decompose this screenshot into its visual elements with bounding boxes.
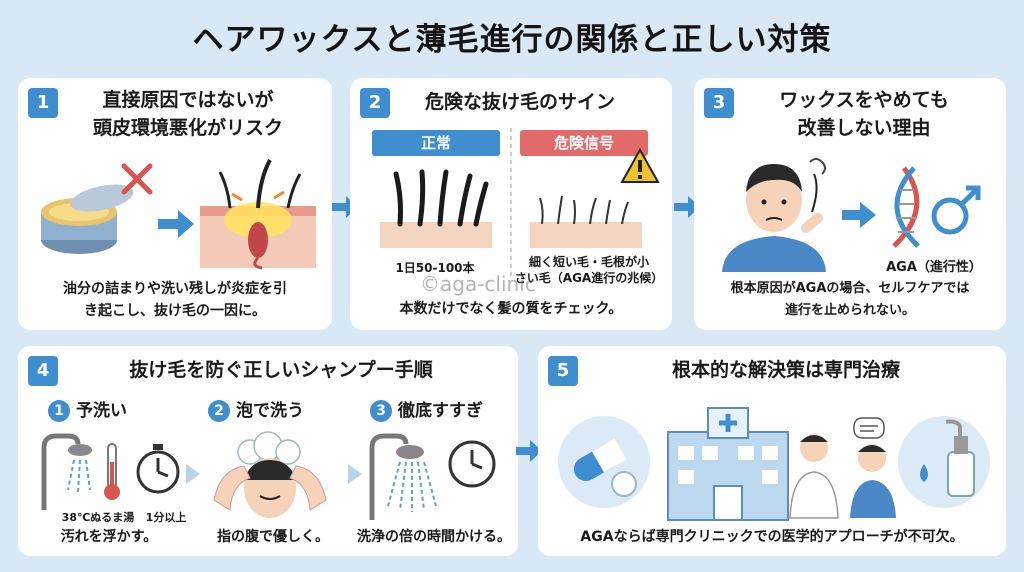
step-number: 2 <box>208 400 230 422</box>
healthy-hair-icon <box>380 169 492 248</box>
warning-icon <box>620 147 660 183</box>
panel-title-line2: 改善しない理由 <box>797 117 931 139</box>
panel-number: 5 <box>548 356 578 386</box>
panel-direct-cause: 1 直接原因ではないが 頭皮環境悪化がリスク 油分の詰まりや洗い残しが炎症を引 … <box>18 78 332 330</box>
step-2-label: 2 泡で洗う <box>208 396 304 422</box>
thermometer-icon <box>104 443 120 500</box>
arrow-right-icon <box>842 202 876 228</box>
doctor-patient-icon <box>789 417 896 519</box>
step-3-label: 3 徹底すすぎ <box>370 396 483 422</box>
aga-label: AGA（進行性） <box>886 260 982 275</box>
timer-icon <box>136 444 180 494</box>
panel-caption-line1: 根本原因がAGAの場合、セルフケアでは <box>730 281 970 296</box>
panel-number: 4 <box>28 356 58 386</box>
clock-icon <box>448 440 496 488</box>
chevron-right-icon <box>186 464 200 484</box>
panel-caption-line2: き起こし、抜け毛の一因に。 <box>84 303 266 319</box>
panel-number: 2 <box>360 88 390 118</box>
cross-icon <box>121 163 153 195</box>
step-1-caption: 汚れを浮かす。 <box>60 529 158 545</box>
panel-title-line1: ワックスをやめても <box>779 89 949 111</box>
panel-why-not-improve: 3 ワックスをやめても 改善しない理由 AGA（進行性） 根本原因がAGAの場合… <box>694 78 1006 330</box>
wax-jar-icon <box>41 184 134 254</box>
panel-title: 抜け毛を防ぐ正しいシャンプー手順 <box>129 359 433 381</box>
worried-man-icon <box>722 158 826 272</box>
danger-tag: 危険信号 <box>520 130 648 156</box>
normal-count-label: 1日50-100本 <box>395 261 475 275</box>
panel-danger-signs: 2 危険な抜け毛のサイン 正常 危険信号 1日50-100本 細く短い毛・毛根が… <box>350 78 672 330</box>
divider-line <box>510 128 512 278</box>
shower-icon <box>41 433 92 510</box>
clinic-building-icon <box>667 407 789 521</box>
thin-hair-icon <box>530 195 642 248</box>
step-1-detail2: 1分以上 <box>145 511 187 524</box>
danger-label-line2: さい毛（AGA進行の兆候） <box>514 271 664 285</box>
page-title: ヘアワックスと薄毛進行の関係と正しい対策 <box>192 22 832 58</box>
inflamed-scalp-icon <box>200 159 316 270</box>
panel-title: 根本的な解決策は専門治療 <box>671 359 900 381</box>
panel-number: 1 <box>28 88 58 118</box>
panel-professional-treatment: 5 根本的な解決策は専門治療 AGAならば専門クリニックでの医学的アプロー <box>538 346 1006 556</box>
panel-caption: 本数だけでなく髪の質をチェック。 <box>399 301 623 317</box>
foam-washing-icon <box>213 431 327 518</box>
panel-number: 3 <box>704 88 734 118</box>
panel-title-line2: 頭皮環境悪化がリスク <box>92 117 283 139</box>
step-2-caption: 指の腹で優しく。 <box>217 529 329 545</box>
dna-male-icon <box>892 166 981 248</box>
arrow-right-icon <box>516 440 542 462</box>
watermark-text: ©aga-clinic <box>420 272 536 296</box>
step-number: 3 <box>370 400 392 422</box>
step-1-detail1: 38℃ぬるま湯 <box>61 511 135 524</box>
arrow-right-icon <box>158 210 194 238</box>
pill-icon <box>558 416 650 508</box>
shower-rinse-icon <box>369 433 437 520</box>
chevron-right-icon <box>348 464 362 484</box>
step-number: 1 <box>48 400 70 422</box>
dropper-bottle-icon <box>898 416 990 508</box>
panel-shampoo-steps: 4 抜け毛を防ぐ正しいシャンプー手順 1 予洗い 38℃ぬるま湯 1分以上 汚れを… <box>18 346 518 556</box>
step-3-caption: 洗浄の倍の時間かける。 <box>357 529 511 545</box>
step-1-label: 1 予洗い <box>48 396 127 422</box>
step-title: 泡で洗う <box>236 401 304 421</box>
danger-label-line1: 細く短い毛・毛根が小 <box>528 255 649 269</box>
panel-caption-line2: 進行を止められない。 <box>784 303 915 318</box>
step-title: 徹底すすぎ <box>398 401 483 421</box>
normal-tag: 正常 <box>372 130 500 156</box>
panel-caption-line1: 油分の詰まりや洗い残しが炎症を引 <box>63 281 287 297</box>
panel-title-line1: 直接原因ではないが <box>102 89 274 111</box>
panel-title: 危険な抜け毛のサイン <box>424 91 615 113</box>
arrow-right-icon <box>674 196 700 218</box>
step-title: 予洗い <box>76 401 127 421</box>
panel-caption: AGAならば専門クリニックでの医学的アプローチが不可欠。 <box>580 529 964 545</box>
